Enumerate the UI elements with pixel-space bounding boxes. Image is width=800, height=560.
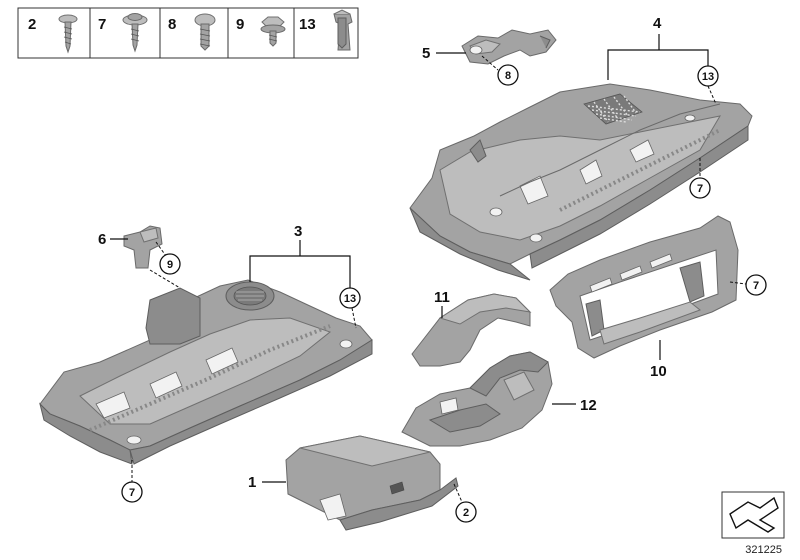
callout-4: 4 [653,15,662,32]
callout-1: 1 [248,474,256,491]
vehicle-orientation-icon [721,491,785,539]
part-4-upper-trim-panel [409,83,753,281]
part-6-bracket [123,225,163,269]
washer-screw-icon [122,13,148,53]
legend-label-8: 8 [168,16,176,33]
part-5-bracket [461,29,557,65]
callout-10: 10 [650,363,667,380]
callout-7-frame: 7 [753,280,759,292]
callout-7-lower: 7 [129,487,135,499]
callout-2: 2 [463,507,469,519]
diagram-number: 321225 [745,544,782,556]
callout-6: 6 [98,231,106,248]
spring-clip-icon [333,9,353,51]
callout-11: 11 [434,289,450,306]
callout-3: 3 [294,223,302,240]
callout-13-upper: 13 [702,71,714,83]
callout-9: 9 [167,259,173,271]
part-1-tray [285,435,459,531]
callout-5: 5 [422,45,430,62]
callout-12: 12 [580,397,597,414]
hex-head-screw-icon [260,16,286,47]
legend-label-9: 9 [236,16,244,33]
legend-label-2: 2 [28,16,36,33]
part-3-lower-trim-panel [39,279,373,465]
callout-8: 8 [505,70,511,82]
part-11-cover [411,293,532,367]
callout-7-upper: 7 [697,183,703,195]
legend-label-13: 13 [299,16,316,33]
legend-label-7: 7 [98,16,106,33]
callout-13-lower: 13 [344,293,356,305]
part-10-frame [549,215,739,359]
flat-head-screw-icon [58,14,78,54]
part-12-lower-cover [401,351,553,447]
round-head-screw-icon [194,13,216,51]
fastener-legend: 2 7 8 9 13 [17,7,359,59]
